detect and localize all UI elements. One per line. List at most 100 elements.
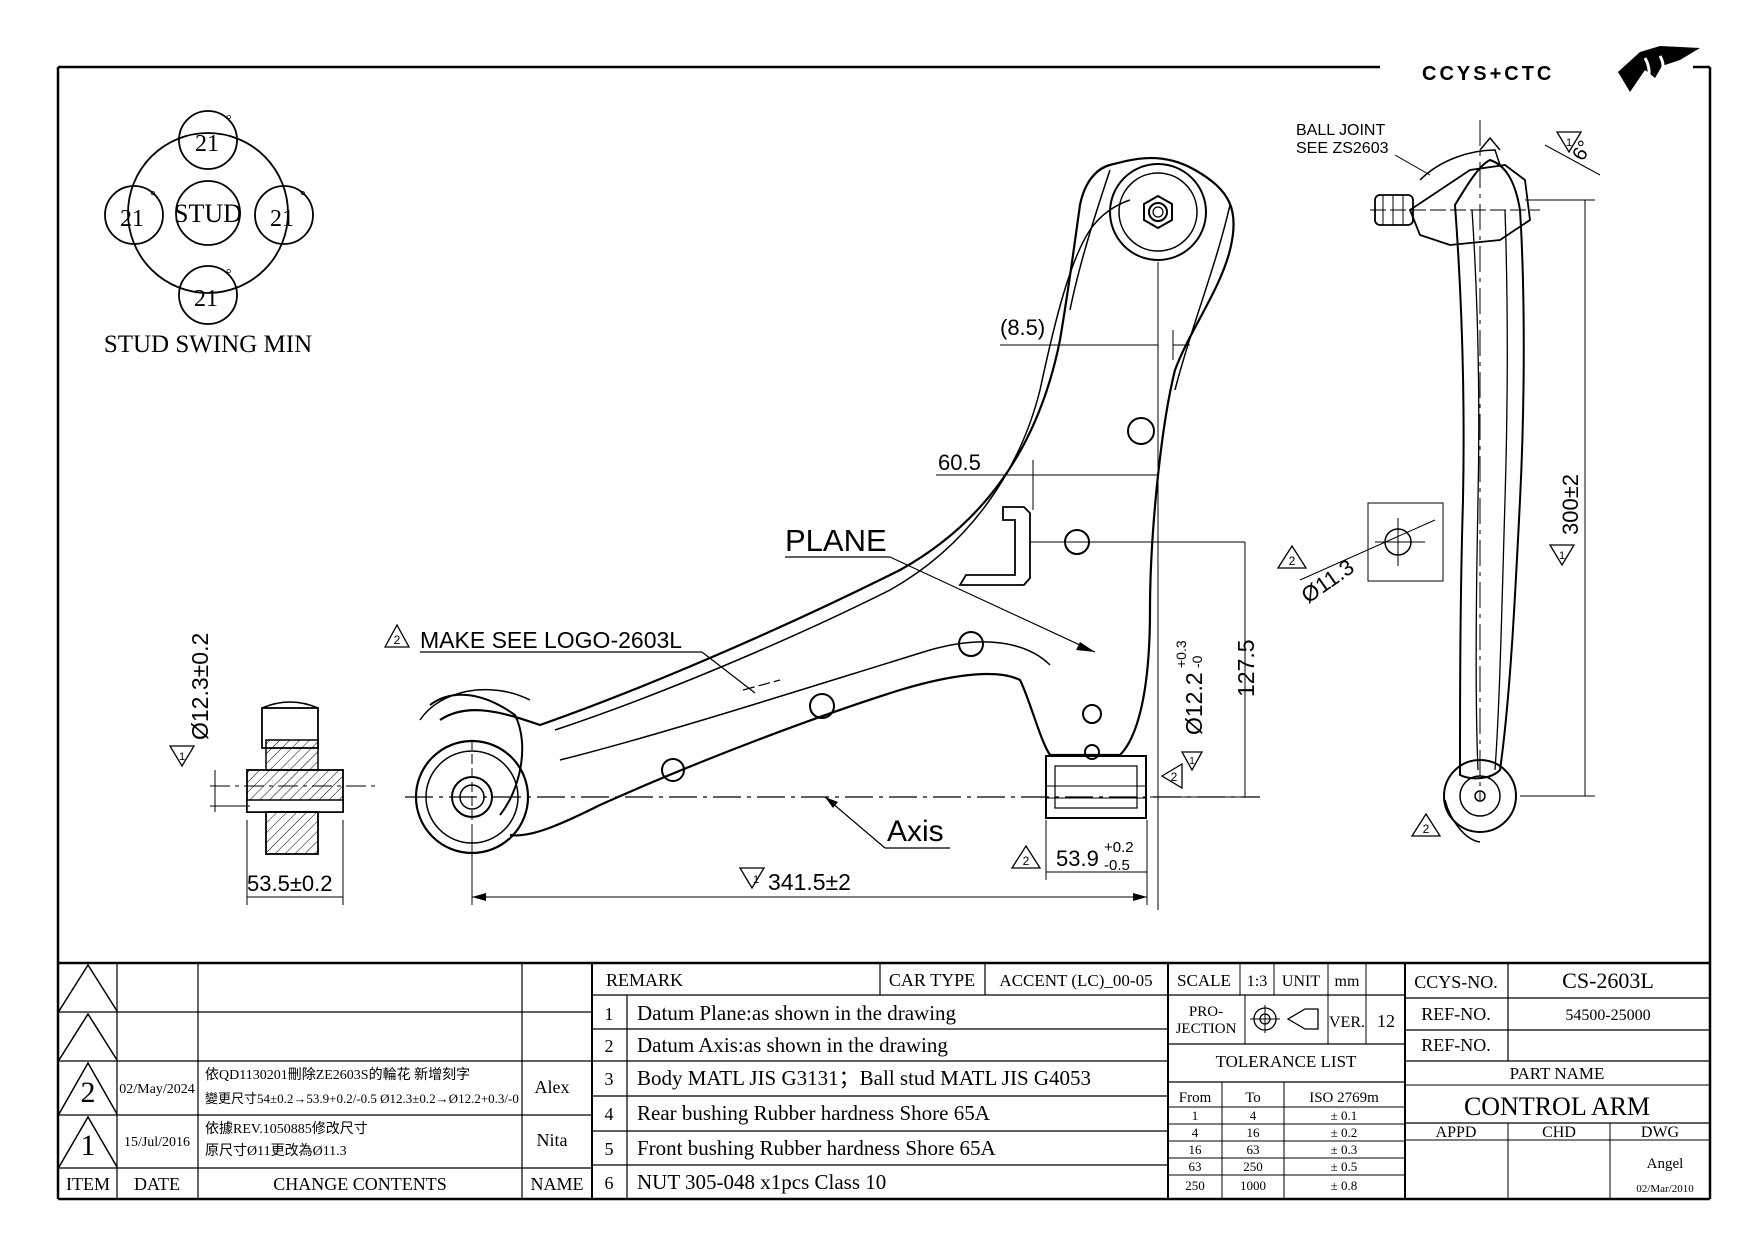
- svg-text:PRO-: PRO-: [1189, 1004, 1223, 1020]
- appd-label: APPD: [1436, 1124, 1477, 1141]
- svg-text:From: From: [1179, 1090, 1212, 1106]
- svg-text:°: °: [300, 189, 306, 204]
- rev-row-1-name: Alex: [535, 1077, 570, 1097]
- drawing-frame: [56, 65, 1712, 1201]
- rev-header-changes: CHANGE CONTENTS: [273, 1174, 447, 1194]
- rev-row-2-item: 1: [81, 1129, 96, 1162]
- svg-text:± 0.3: ± 0.3: [1331, 1142, 1358, 1157]
- svg-text:JECTION: JECTION: [1176, 1021, 1237, 1037]
- dim-341-5: 341.5±2: [768, 869, 851, 895]
- svg-text:1000: 1000: [1240, 1178, 1266, 1193]
- remark-4: Rear bushing Rubber hardness Shore 65A: [637, 1101, 991, 1125]
- ball-joint-label-1: BALL JOINT: [1296, 122, 1385, 139]
- svg-text:ISO 2769m: ISO 2769m: [1309, 1090, 1379, 1106]
- svg-text:1: 1: [605, 1004, 614, 1024]
- svg-text:± 0.1: ± 0.1: [1331, 1108, 1358, 1123]
- plan-view-dimensions: (8.5) 60.5 127.5 1 341.5±2 2 53.9 +0.2 -…: [383, 262, 1260, 910]
- svg-text:4: 4: [1192, 1125, 1199, 1140]
- dwg-label: DWG: [1641, 1124, 1680, 1141]
- rev-row-1-item: 2: [81, 1076, 96, 1109]
- unit-value: mm: [1335, 973, 1360, 990]
- svg-text:± 0.8: ± 0.8: [1331, 1178, 1358, 1193]
- svg-text:2: 2: [394, 633, 401, 647]
- svg-text:-0.5: -0.5: [1104, 857, 1130, 874]
- company-logo: CCYS+CTC: [1422, 46, 1700, 92]
- remark-1: Datum Plane:as shown in the drawing: [637, 1001, 957, 1025]
- svg-text:1: 1: [1566, 137, 1572, 149]
- dim-300: 300±2: [1558, 474, 1583, 535]
- svg-text:1: 1: [1192, 1108, 1199, 1123]
- remark-2: Datum Axis:as shown in the drawing: [637, 1033, 948, 1057]
- ref-no2-label: REF-NO.: [1421, 1035, 1491, 1055]
- remark-3: Body MATL JIS G3131；Ball stud MATL JIS G…: [637, 1066, 1091, 1090]
- chd-label: CHD: [1542, 1124, 1576, 1141]
- ref-no-value: 54500-25000: [1565, 1007, 1650, 1024]
- svg-text:+0.2: +0.2: [1104, 839, 1134, 856]
- revision-table: 2 02/May/2024 依QD1130201刪除ZE2603S的輪花 新增刻…: [66, 1066, 584, 1194]
- dim-53-9: 53.9: [1056, 846, 1099, 871]
- plane-label: PLANE: [785, 523, 887, 558]
- dim-60-5: 60.5: [938, 450, 981, 475]
- svg-text:°: °: [150, 189, 156, 204]
- svg-text:1: 1: [753, 874, 759, 886]
- svg-text:2: 2: [1289, 554, 1296, 568]
- svg-text:63: 63: [1189, 1159, 1202, 1174]
- control-arm-plan-view: [405, 157, 1260, 860]
- tolerance-title: TOLERANCE LIST: [1216, 1052, 1357, 1071]
- rev-header-name: NAME: [531, 1174, 584, 1194]
- rev-header-date: DATE: [134, 1174, 180, 1194]
- svg-text:-0: -0: [1189, 655, 1205, 668]
- svg-text:± 0.2: ± 0.2: [1331, 1125, 1358, 1140]
- dim-127-5: 127.5: [1233, 639, 1259, 697]
- svg-text:63: 63: [1247, 1142, 1260, 1157]
- stud-angle-right: 21: [270, 206, 294, 232]
- remark-6: NUT 305-048 x1pcs Class 10: [637, 1170, 886, 1194]
- svg-text:°: °: [226, 113, 232, 128]
- car-type-value: ACCENT (LC)_00-05: [999, 971, 1152, 990]
- remarks-table: REMARK CAR TYPE ACCENT (LC)_00-05 1 Datu…: [605, 970, 1153, 1194]
- svg-text:2: 2: [605, 1036, 614, 1056]
- rev-row-1-change-2: 變更尺寸54±0.2→53.9+0.2/-0.5 Ø12.3±0.2→Ø12.2…: [205, 1091, 519, 1106]
- svg-text:2: 2: [1423, 822, 1430, 836]
- ccys-no-label: CCYS-NO.: [1414, 972, 1498, 992]
- spec-block: SCALE 1:3 UNIT mm PRO- JECTION VER. 12 T…: [1176, 971, 1395, 1193]
- rev-row-2-name: Nita: [537, 1130, 568, 1150]
- svg-text:6: 6: [605, 1173, 614, 1193]
- svg-text:4: 4: [605, 1104, 614, 1124]
- rev-row-2-change-2: 原尺寸Ø11更改為Ø11.3: [205, 1143, 347, 1159]
- make-logo-callout: MAKE SEE LOGO-2603L: [420, 627, 682, 653]
- remark-5: Front bushing Rubber hardness Shore 65A: [637, 1136, 997, 1160]
- svg-text:4: 4: [1250, 1108, 1257, 1123]
- part-name-value: CONTROL ARM: [1464, 1092, 1650, 1121]
- svg-text:3: 3: [605, 1069, 614, 1089]
- dim-53-5: 53.5±0.2: [247, 871, 332, 896]
- drawn-date: 02/Mar/2010: [1636, 1183, 1694, 1195]
- svg-text:250: 250: [1243, 1159, 1263, 1174]
- stud-angle-bottom: 21: [194, 286, 218, 312]
- title-block: CCYS-NO. CS-2603L REF-NO. 54500-25000 RE…: [1414, 968, 1694, 1195]
- svg-text:1: 1: [1189, 756, 1195, 767]
- dim-11-3: Ø11.3: [1297, 554, 1359, 608]
- svg-text:°: °: [226, 267, 232, 282]
- scale-value: 1:3: [1247, 973, 1267, 990]
- remark-header: REMARK: [606, 970, 683, 990]
- svg-text:2: 2: [1023, 854, 1030, 868]
- svg-text:± 0.5: ± 0.5: [1331, 1159, 1358, 1174]
- svg-text:1: 1: [1559, 550, 1565, 562]
- svg-text:CCYS+CTC: CCYS+CTC: [1422, 63, 1554, 85]
- rev-header-item: ITEM: [66, 1174, 110, 1194]
- control-arm-side-view: BALL JOINT SEE ZS2603 300±2 1 1 6° Ø11.3…: [1276, 120, 1601, 843]
- svg-text:1: 1: [179, 751, 185, 763]
- rev-row-1-date: 02/May/2024: [119, 1082, 194, 1097]
- title-block-grid: [58, 963, 1710, 1199]
- rev-row-1-change-1: 依QD1130201刪除ZE2603S的輪花 新增刻字: [205, 1066, 470, 1083]
- projection-symbol-icon: [1250, 1005, 1319, 1033]
- ccys-no-value: CS-2603L: [1562, 968, 1654, 993]
- svg-text:+0.3: +0.3: [1173, 640, 1189, 668]
- drawer-name: Angel: [1647, 1156, 1684, 1172]
- svg-text:250: 250: [1185, 1178, 1205, 1193]
- svg-text:To: To: [1245, 1090, 1261, 1106]
- dim-12-2: Ø12.2: [1181, 672, 1207, 735]
- rev-row-2-date: 15/Jul/2016: [124, 1135, 190, 1150]
